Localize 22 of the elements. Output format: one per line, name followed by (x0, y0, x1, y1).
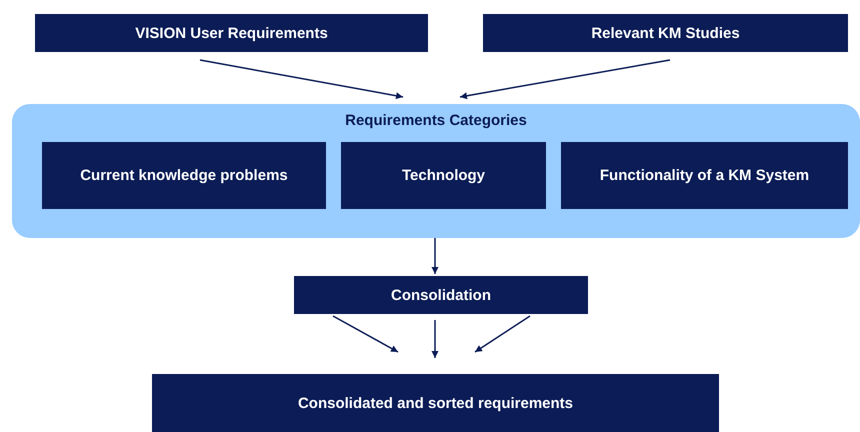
arrow (474, 315, 530, 353)
process-box (42, 142, 326, 209)
process-box (483, 14, 848, 52)
box-label: VISION User Requirements (135, 24, 328, 42)
box-label: Current knowledge problems (80, 167, 288, 184)
process-box (561, 142, 848, 209)
box-label: Technology (402, 167, 486, 184)
arrow (432, 238, 438, 274)
process-box (341, 142, 546, 209)
arrow (432, 320, 438, 358)
box-label: Requirements Categories (345, 112, 527, 129)
category-panel (12, 104, 860, 238)
process-box (35, 14, 428, 52)
process-box (294, 276, 588, 314)
box-label: Functionality of a KM System (600, 167, 810, 184)
box-label: Relevant KM Studies (591, 24, 740, 42)
box-label: Consolidation (391, 286, 491, 304)
process-box (152, 374, 719, 432)
arrow (460, 59, 670, 100)
box-label: Consolidated and sorted requirements (298, 394, 574, 412)
arrow (332, 315, 398, 353)
arrow (200, 59, 404, 100)
